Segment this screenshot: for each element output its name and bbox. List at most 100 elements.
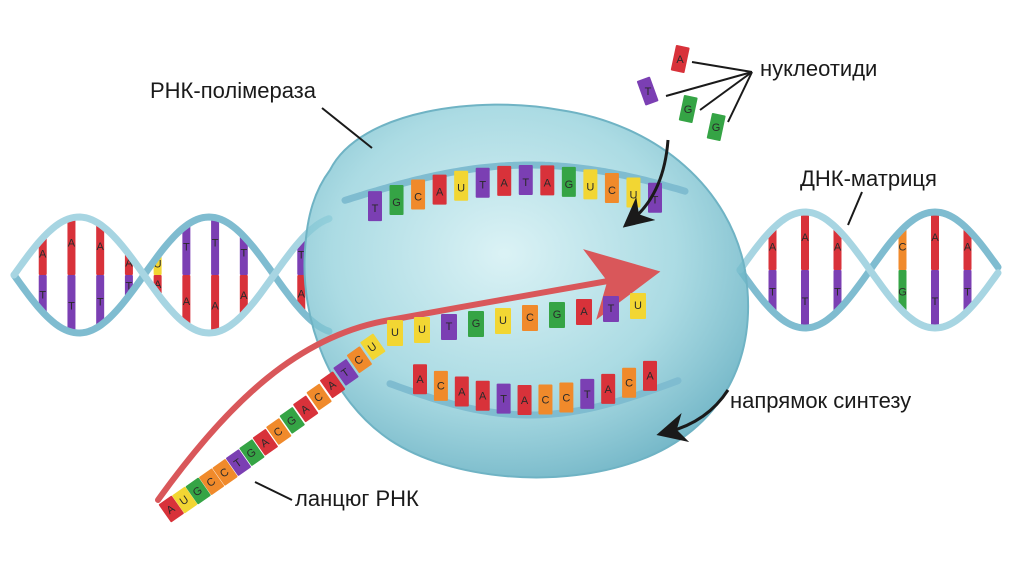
base-letter: T [834, 286, 841, 298]
base-pair-right [898, 228, 907, 270]
base-letter: C [414, 191, 422, 203]
base-letter: A [801, 232, 809, 244]
rna-base-tail [185, 477, 211, 505]
base-pair-left [67, 217, 76, 275]
base-letter: U [391, 327, 399, 339]
base-pair-left [38, 275, 47, 313]
base-letter: U [154, 259, 162, 271]
base-pair-right [801, 270, 809, 328]
base-letter: A [125, 258, 133, 270]
label-rna-polymerase: РНК-полімераза [150, 78, 316, 103]
rna-base-tail [266, 418, 292, 445]
rna-base-tail [346, 346, 372, 373]
rna-polymerase-enzyme [303, 103, 750, 479]
base-letter: T [964, 286, 971, 298]
bubble-base-bottom [559, 382, 574, 413]
base-letter: T [522, 177, 529, 189]
bubble-base-top [604, 172, 619, 203]
bubble-base-bottom [622, 367, 637, 398]
base-letter: A [97, 241, 105, 253]
base-letter: T [645, 86, 652, 98]
base-letter: T [769, 286, 776, 298]
base-pair-right [931, 270, 939, 328]
base-letter: A [834, 241, 842, 253]
base-letter: C [437, 381, 445, 393]
base-pair-right [898, 270, 907, 312]
rna-base-inside [468, 311, 484, 337]
base-letter: A [458, 386, 466, 398]
base-letter: A [544, 177, 552, 189]
label-synthesis-direction: напрямок синтезу [730, 388, 912, 413]
base-letter: G [684, 104, 693, 116]
base-letter: G [472, 318, 481, 330]
dna-backbone-left [10, 213, 333, 337]
bubble-base-bottom [517, 384, 532, 415]
base-letter: U [457, 183, 465, 195]
dna-backbone-left [10, 213, 333, 337]
base-letter: G [565, 179, 574, 191]
rna-base-inside [495, 308, 511, 334]
free-nucleotide [670, 45, 690, 74]
nucleotide-pointer-line [727, 71, 753, 123]
rna-base-inside [414, 317, 430, 343]
base-pair-right [801, 212, 809, 270]
base-pair-left [297, 239, 306, 275]
base-pair-left [211, 275, 220, 333]
base-letter: C [608, 185, 616, 197]
base-letter: A [646, 371, 654, 383]
base-letter: G [712, 122, 721, 134]
rna-base-tail [172, 486, 198, 514]
base-pair-right [963, 228, 972, 270]
base-letter: C [562, 392, 570, 404]
bubble-base-bottom [643, 360, 657, 391]
base-letter: A [436, 187, 444, 199]
base-pair-left [38, 237, 47, 275]
bubble-base-bottom [601, 373, 616, 404]
base-pair-left [297, 275, 306, 311]
base-pair-left [239, 275, 248, 314]
rna-base-tail [252, 429, 278, 456]
base-letter: A [580, 306, 588, 318]
base-letter: A [183, 296, 191, 308]
base-letter: A [931, 232, 939, 244]
base-letter: A [154, 279, 162, 291]
bubble-base-bottom [413, 364, 427, 395]
nucleotide-pointer-line [691, 61, 753, 73]
base-letter: A [605, 384, 613, 396]
rna-base-tail [333, 359, 359, 386]
bubble-backbone-top [341, 161, 689, 204]
base-letter: G [392, 197, 401, 209]
rna-base-tail [279, 407, 305, 434]
base-letter: T [68, 300, 75, 312]
rna-base-inside [549, 302, 565, 328]
base-letter: T [212, 237, 219, 249]
base-letter: T [608, 303, 615, 315]
bubble-base-top [475, 167, 490, 198]
rna-base-inside [522, 305, 538, 331]
rna-base-tail [226, 449, 251, 476]
base-pair-right [768, 270, 777, 312]
bubble-base-top [561, 166, 576, 197]
base-pair-left [67, 275, 76, 333]
base-pair-left [96, 224, 105, 275]
base-letter: T [97, 297, 104, 309]
dna-template-leader-line [847, 191, 863, 226]
base-letter: T [183, 242, 190, 254]
base-letter: A [298, 288, 306, 300]
base-letter: A [211, 300, 219, 312]
rna-base-inside [387, 320, 403, 346]
base-letter: C [541, 394, 549, 406]
base-letter: C [526, 312, 534, 324]
dna-backbone-right [736, 208, 1002, 332]
rna-chain-leader-line [254, 481, 293, 501]
base-pair-right [768, 228, 777, 270]
base-letter: T [298, 249, 305, 261]
bubble-base-top [518, 165, 533, 196]
base-letter: T [584, 389, 591, 401]
base-letter: A [964, 241, 972, 253]
rna-base-tail [320, 371, 346, 399]
base-letter: A [416, 374, 424, 386]
base-letter: T [39, 289, 46, 301]
label-dna-template: ДНК-матриця [800, 166, 937, 191]
